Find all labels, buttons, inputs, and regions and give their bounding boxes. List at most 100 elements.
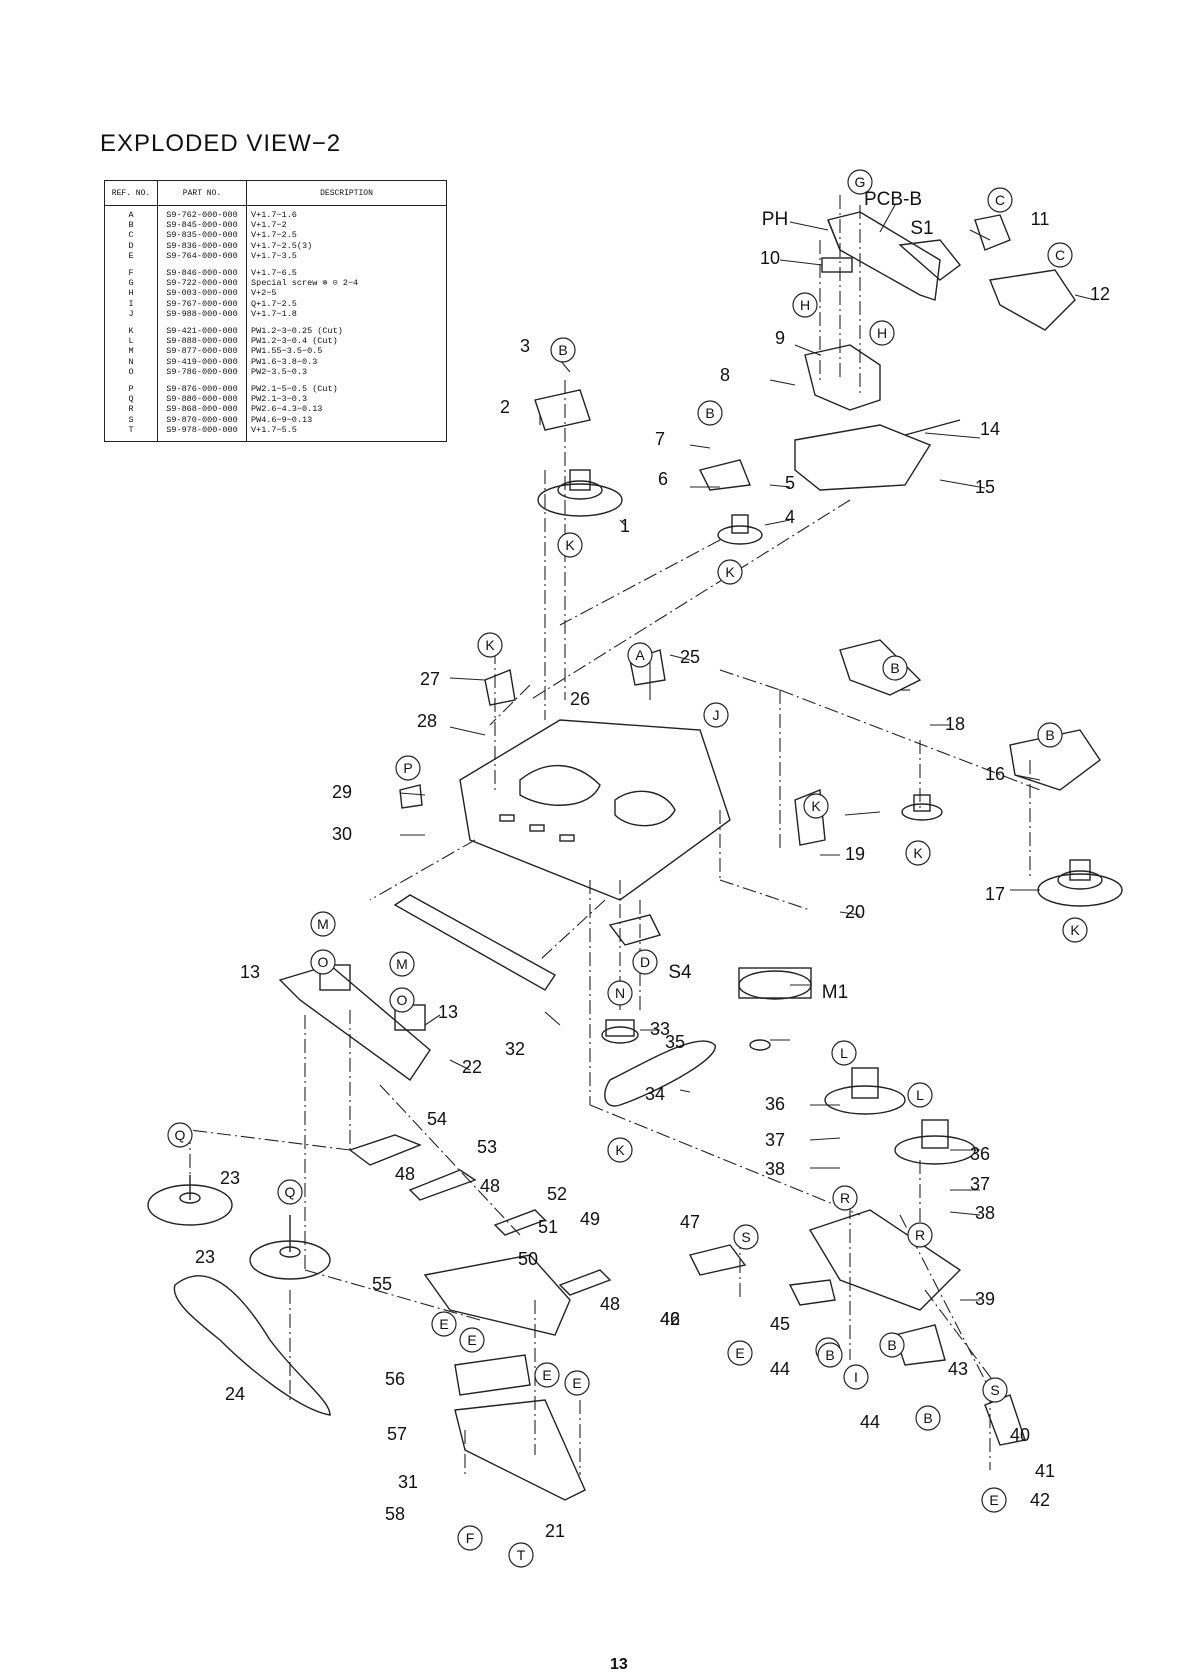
description-cell: PW4.6−9−0.13 <box>246 414 447 425</box>
letter-callout-label: N <box>615 985 625 1001</box>
part-number-label: 15 <box>975 477 995 497</box>
part-number-label: 28 <box>417 711 437 731</box>
part-number-label: 36 <box>970 1144 990 1164</box>
letter-callout: K <box>905 840 931 866</box>
letter-callout-label: B <box>923 1410 932 1426</box>
part-number-label: 31 <box>398 1472 418 1492</box>
part-number-label: 48 <box>395 1164 415 1184</box>
pcb-b-assembly <box>794 211 1076 491</box>
description-cell: V+1.7−2.5 <box>246 230 447 241</box>
part-number-label: 49 <box>580 1209 600 1229</box>
letter-callout: R <box>907 1222 933 1248</box>
part-number-label: 18 <box>945 714 965 734</box>
leader-lines <box>399 204 1096 1301</box>
part-number-label: 35 <box>665 1032 685 1052</box>
letter-callout-label: E <box>439 1316 448 1332</box>
component-label: PCB-B <box>864 189 922 210</box>
letter-callout: J <box>703 702 729 728</box>
page-number: 13 <box>610 1656 628 1673</box>
part-number-label: 51 <box>538 1217 558 1237</box>
letter-callout: K <box>1062 917 1088 943</box>
letter-callout-label: A <box>635 647 645 663</box>
letter-callout: N <box>607 980 633 1006</box>
description-cell: V+1.7−2 <box>246 220 447 231</box>
description-cell: Special screw ⊕ ⊝ 2−4 <box>246 278 447 289</box>
part-number-label: 38 <box>765 1159 785 1179</box>
letter-callout: C <box>1047 242 1073 268</box>
letter-callout-label: L <box>840 1045 848 1061</box>
letter-callout-label: K <box>725 564 735 580</box>
letter-callout: K <box>607 1137 633 1163</box>
letter-callout: Q <box>277 1179 303 1205</box>
letter-callout-label: S <box>741 1229 750 1245</box>
letter-callout-label: K <box>565 537 575 553</box>
letter-callout-label: T <box>517 1547 526 1563</box>
letter-callout: B <box>1037 722 1063 748</box>
component-label: M1 <box>822 982 848 1003</box>
letter-callout-label: H <box>800 297 810 313</box>
letter-callout-label: B <box>558 342 567 358</box>
table-header: REF. NO. <box>104 180 158 206</box>
part-number-label: 23 <box>220 1168 240 1188</box>
belt-parts <box>173 1040 716 1416</box>
component-label: PH <box>762 209 788 230</box>
part-number-label: 32 <box>505 1039 525 1059</box>
letter-callout: K <box>717 559 743 585</box>
part-number-label: 39 <box>975 1289 995 1309</box>
letter-callout-label: B <box>705 405 714 421</box>
letter-callout: C <box>987 187 1013 213</box>
part-number-label: 57 <box>387 1424 407 1444</box>
letter-callout: D <box>632 949 658 975</box>
letter-callout: P <box>395 755 421 781</box>
letter-callout: Q <box>167 1122 193 1148</box>
part-number-label: 50 <box>518 1249 538 1269</box>
description-cell: V+1.7−1.6 <box>246 205 447 221</box>
description-cell: V+1.7−1.8 <box>246 308 447 320</box>
part-number-label: 46 <box>660 1309 680 1329</box>
part-number-label: 37 <box>970 1174 990 1194</box>
letter-callout-label: B <box>1045 727 1054 743</box>
part-number-label: 54 <box>427 1109 447 1129</box>
part-number-label: 45 <box>770 1314 790 1334</box>
part-number-label: 33 <box>650 1019 670 1039</box>
letter-callout-label: E <box>467 1332 476 1348</box>
letter-callout: E <box>981 1487 1007 1513</box>
letter-callout-label: K <box>485 637 495 653</box>
part-number-label: 10 <box>760 248 780 268</box>
letter-callout: E <box>727 1340 753 1366</box>
letter-callout: M <box>310 911 336 937</box>
part-number-label: 9 <box>775 328 785 348</box>
part-number-label: 16 <box>985 764 1005 784</box>
part-number-label: 13 <box>240 962 260 982</box>
letter-callout: B <box>915 1405 941 1431</box>
letter-callout-label: K <box>913 845 923 861</box>
letter-callout-label: D <box>640 954 650 970</box>
table-header: DESCRIPTION <box>246 180 447 206</box>
part-number-label: 53 <box>477 1137 497 1157</box>
letter-callout: E <box>564 1370 590 1396</box>
part-number-label: 47 <box>680 1212 700 1232</box>
part-number-label: 6 <box>658 469 668 489</box>
part-number-label: 48 <box>600 1294 620 1314</box>
part-number-label: 13 <box>438 1002 458 1022</box>
part-number-label: 42 <box>1030 1490 1050 1510</box>
part-number-label: 21 <box>545 1521 565 1541</box>
letter-callout: S <box>982 1377 1008 1403</box>
letter-callout-label: E <box>989 1492 998 1508</box>
letter-callout-label: H <box>877 325 887 341</box>
letter-callout: E <box>431 1311 457 1337</box>
description-cell: PW2.6−4.3−0.13 <box>246 404 447 415</box>
part-number-label: 56 <box>385 1369 405 1389</box>
